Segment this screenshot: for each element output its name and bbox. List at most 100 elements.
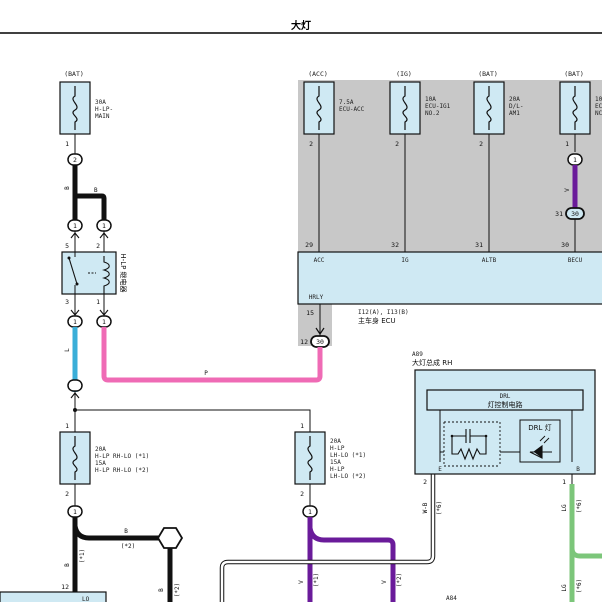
fuse-icon <box>402 86 408 130</box>
wire-condition-label: (*2) <box>396 573 403 587</box>
fuse-rating: 15A <box>330 459 341 466</box>
fuse-rating: 10 <box>595 96 602 103</box>
lo-component <box>0 591 107 602</box>
pin-number: 2 <box>300 490 304 498</box>
wire-color-label: W-B <box>422 502 429 513</box>
wire-color-label: P <box>204 370 208 377</box>
pin-number: 30 <box>571 210 579 218</box>
fuse-name: NC <box>595 110 602 117</box>
ecu-name: 主车身 ECU <box>358 316 396 325</box>
pin-number: 31 <box>555 210 563 218</box>
diagram-title: 大灯 <box>291 19 311 32</box>
chevron-down-icon <box>315 327 325 336</box>
ecu-terminal-label: ACC <box>314 257 325 264</box>
wire-condition-label: (*6) <box>576 499 583 513</box>
pin-number: 2 <box>65 490 69 498</box>
fuse-icon <box>572 86 578 130</box>
wire-condition-label: (*1) <box>313 573 320 587</box>
wire-color-label: L <box>64 348 71 352</box>
ecu-terminal-label: HRLY <box>309 294 324 301</box>
ecu-fuse-shade <box>298 80 602 252</box>
ecu-terminal-label: ALTB <box>482 257 497 264</box>
chevron-up-icon <box>99 232 109 239</box>
pin-number: 15 <box>306 309 314 317</box>
source-ig: (IG) <box>396 70 412 78</box>
pin-number: 2 <box>309 140 313 148</box>
headlamp-name: 大灯总成 RH <box>412 358 452 367</box>
pin-number: 1 <box>573 156 577 164</box>
pin-number: 2 <box>96 242 100 250</box>
fuse-name: AM1 <box>509 110 520 117</box>
fuse-icon <box>307 436 313 480</box>
chevron-down-icon <box>99 309 109 316</box>
pin-number: 2 <box>423 478 427 486</box>
source-bat-left: (BAT) <box>64 70 84 78</box>
pin-number: 2 <box>479 140 483 148</box>
relay-coil-icon <box>102 256 110 294</box>
fuse-rating: 20A <box>330 438 341 445</box>
pin-number: 1 <box>73 508 77 516</box>
main-body-ecu: 29 32 31 30 ACC IG ALTB BECU HRLY <box>297 241 602 305</box>
pin-number: 2 <box>73 156 77 164</box>
fuse-name: H-LP <box>330 466 345 473</box>
relay-switch-icon <box>68 257 78 285</box>
fuse-name: MAIN <box>95 113 110 120</box>
black-wire <box>72 525 160 541</box>
fuse-icon <box>486 86 492 130</box>
wire-color-label: V <box>381 580 388 584</box>
black-wire <box>72 193 107 220</box>
fuse-name: NO.2 <box>425 110 440 117</box>
fuse-rating: 30A <box>95 99 106 106</box>
fuse-icon <box>72 86 78 130</box>
pin-number: 1 <box>65 422 69 430</box>
fuse-icon <box>316 86 322 130</box>
pin-label: B <box>576 466 580 473</box>
lo-label: LO <box>82 596 90 602</box>
source-bat-right: (BAT) <box>564 70 584 78</box>
capacitor-icon <box>452 429 486 443</box>
fuse-name: ECU-ACC <box>339 106 365 113</box>
wire-color-label: B <box>64 186 71 190</box>
fuse-name: LH-LO (*2) <box>330 473 366 480</box>
pin-label: E <box>438 466 442 473</box>
chevron-down-icon <box>70 309 80 316</box>
wire-color-label: B <box>64 563 71 567</box>
wire-color-label: LG <box>561 504 568 512</box>
pin-number: 30 <box>316 338 324 346</box>
pin-number: 1 <box>565 140 569 148</box>
fuse-ecu-ig1: 10A ECU-IG1 NO.2 <box>389 81 451 135</box>
drl-lamp-label: DRL 灯 <box>528 423 551 432</box>
fuse-hlp-rh-lo: 20A H-LP RH-LO (*1) 15A H-LP RH-LO (*2) <box>59 431 149 485</box>
pin-number: 1 <box>308 508 312 516</box>
fuse-name: ECU-IG1 <box>425 103 451 110</box>
green-wire <box>569 484 602 559</box>
fuse-icon <box>72 436 78 480</box>
ecu-terminal-label: IG <box>401 257 409 264</box>
fuse-name: D/L- <box>509 103 523 110</box>
connector-icon <box>67 379 83 392</box>
pink-wire <box>101 327 323 383</box>
pin-number: 1 <box>562 478 566 486</box>
fuse-rating: 10A <box>425 96 436 103</box>
fuse-name: EC <box>595 103 602 110</box>
wire-condition-label: (*2) <box>121 543 135 550</box>
relay-label: H-LP 继电器 <box>119 253 128 292</box>
pin-number: 1 <box>96 298 100 306</box>
pin-number: 29 <box>305 241 313 249</box>
fuse-rating: 20A <box>509 96 520 103</box>
pin-number: 5 <box>65 242 69 250</box>
fuse-hlp-lh-lo: 20A H-LP LH-LO (*1) 15A H-LP LH-LO (*2) <box>294 431 366 485</box>
wire-condition-label: (*6) <box>436 501 443 515</box>
fuse-name: H-LP RH-LO (*2) <box>95 467 149 474</box>
ecu-connector-ids: I12(A), I13(B) <box>358 309 409 316</box>
fuse-rating: 20A <box>95 446 106 453</box>
pin-number: 30 <box>561 241 569 249</box>
fuse-hlp-main: 30A H-LP- MAIN <box>59 81 113 135</box>
connector-icon <box>156 527 184 549</box>
fuse-name: LH-LO (*1) <box>330 452 366 459</box>
wire-condition-label: (*2) <box>174 583 181 597</box>
fuse-name: H-LP <box>330 445 345 452</box>
pin-number: 1 <box>102 318 106 326</box>
light-emission-icon <box>539 435 550 444</box>
